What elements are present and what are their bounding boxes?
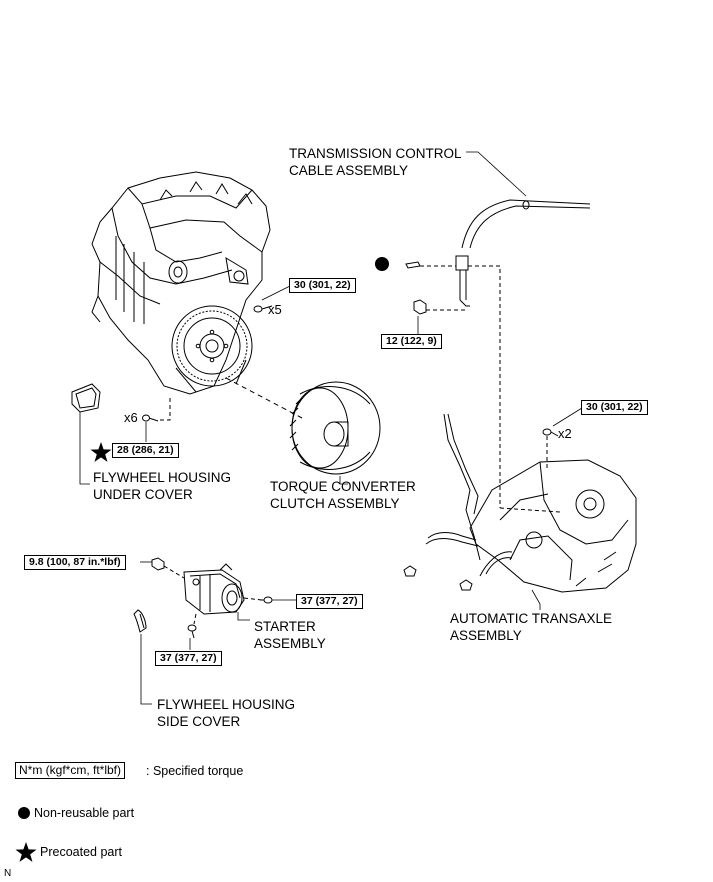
torque-converter-label: TORQUE CONVERTER CLUTCH ASSEMBLY: [270, 478, 416, 512]
footer-mark: N: [4, 868, 12, 879]
cable-nut-icon: [413, 299, 427, 315]
torque-converter-label-line1: TORQUE CONVERTER: [270, 479, 416, 494]
mult-transaxle-bolts: x2: [558, 426, 572, 441]
non-reusable-icon: [375, 257, 389, 271]
starter-label-line2: ASSEMBLY: [254, 636, 326, 651]
legend-precoated: Precoated part: [40, 845, 122, 859]
under-cover-label: FLYWHEEL HOUSING UNDER COVER: [93, 469, 231, 503]
torque-starter-nut: 9.8 (100, 87 in.*lbf): [24, 555, 126, 570]
under-cover-label-line2: UNDER COVER: [93, 487, 193, 502]
transaxle-label: AUTOMATIC TRANSAXLE ASSEMBLY: [450, 610, 612, 644]
cable-clip-icon: [405, 261, 421, 269]
starter-label-line1: STARTER: [254, 619, 316, 634]
legend-non-reusable: Non-reusable part: [34, 806, 135, 820]
starter-nut-icon: [151, 557, 165, 571]
transaxle-bolt-icon: [542, 428, 559, 437]
side-cover-label-line2: SIDE COVER: [157, 714, 241, 729]
starter-bolt-lower-icon: [187, 624, 197, 639]
transaxle-label-line1: AUTOMATIC TRANSAXLE: [450, 611, 613, 626]
torque-starter-bolt-upper: 37 (377, 27): [296, 594, 363, 609]
cable-label: TRANSMISSION CONTROL CABLE ASSEMBLY: [289, 145, 462, 179]
control-cable-drawing: [455, 199, 591, 307]
mult-engine-bolts: x5: [268, 302, 282, 317]
side-cover-label-line1: FLYWHEEL HOUSING: [157, 697, 296, 712]
torque-transaxle-bolts: 30 (301, 22): [581, 400, 648, 415]
transaxle-drawing: [403, 413, 637, 593]
transaxle-label-line2: ASSEMBLY: [450, 628, 522, 643]
torque-converter-drawing: [289, 381, 381, 475]
torque-cable-nut: 12 (122, 9): [381, 334, 442, 349]
starter-drawing: [183, 563, 245, 615]
side-cover-label: FLYWHEEL HOUSING SIDE COVER: [157, 696, 295, 730]
torque-converter-label-line2: CLUTCH ASSEMBLY: [270, 496, 400, 511]
legend-non-reusable-icon: [18, 807, 30, 819]
under-cover-drawing: [71, 383, 101, 413]
side-cover-drawing: [133, 609, 147, 633]
legend-unit-desc: : Specified torque: [146, 764, 244, 778]
torque-under-cover-bolts: 28 (286, 21): [112, 443, 179, 458]
starter-label: STARTER ASSEMBLY: [254, 618, 326, 652]
under-cover-label-line1: FLYWHEEL HOUSING: [93, 470, 232, 485]
cable-label-line2: CABLE ASSEMBLY: [289, 163, 409, 178]
engine-bolt-icon: [253, 305, 273, 313]
mult-under-cover-bolts: x6: [124, 410, 138, 425]
legend-unit-box: N*m (kgf*cm, ft*lbf): [15, 762, 126, 779]
precoated-star-icon: [90, 442, 112, 462]
legend-precoated-icon: [15, 842, 37, 862]
torque-engine-bolts: 30 (301, 22): [289, 278, 356, 293]
engine-drawing: [91, 171, 271, 395]
under-cover-bolt-icon: [142, 414, 159, 422]
torque-starter-bolt-lower: 37 (377, 27): [155, 651, 222, 666]
cable-label-line1: TRANSMISSION CONTROL: [289, 146, 462, 161]
